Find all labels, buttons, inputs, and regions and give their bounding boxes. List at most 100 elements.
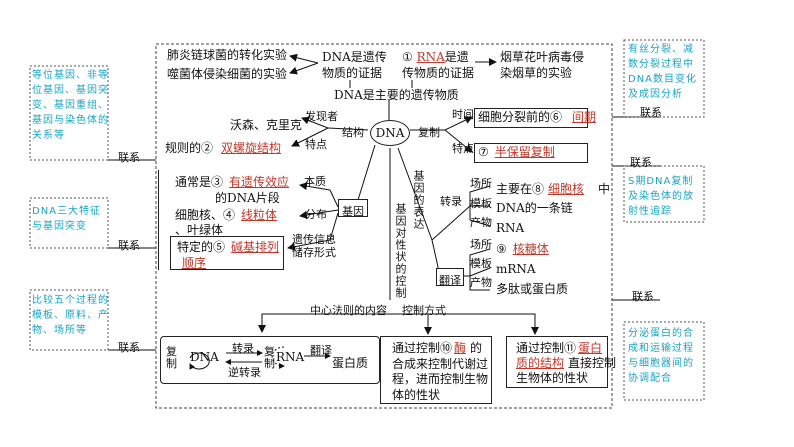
time-answer: 间期 [572,110,597,124]
dist-prefix: 细胞核、④ [175,208,236,222]
translation-box: 翻译 [436,268,464,287]
rule-answer: 双螺旋结构 [221,141,282,155]
replication-time-box [474,108,588,128]
indirect-control-box [380,336,492,404]
right-note-2-line: S期DNA复制 [628,176,694,187]
specific-answer-1: 碱基排列 [231,240,280,254]
right-note-3: 分泌蛋白的合 成和运输过程 与细胞器间的 协调配合 [628,326,694,386]
dogma-replicate-text: 复制 [166,345,177,370]
left-note-2-line: 与基因突变 [32,221,87,232]
time-prefix: 细胞分裂前的⑥ [478,110,563,124]
right-note-1-line: 有丝分裂、减 [628,44,694,55]
left-note-1-line: 变、基因重组、 [32,100,109,111]
discoverer-label: 发现者 [305,110,338,123]
left-note-2: DNA三大特征 与基因突变 [32,204,101,234]
right-note-1-line: DNA数目变化 [628,74,698,85]
dogma-replicate-label: 复制 [166,345,177,370]
dogma-rna-replicate: 复制 [264,345,275,370]
transcription-label: 转录 [440,195,462,208]
direct-prefix: 通过控制⑪ [516,341,577,355]
structure-label: 结构 [342,126,364,139]
tl-product: 多肽或蛋白质 [496,282,569,296]
q1-answer: RNA [416,50,445,64]
tr-site-prefix: 主要在⑧ [496,182,545,196]
tmv-experiment-1: 烟草花叶病毒侵 [500,50,585,64]
control-mode-label: 控制方式 [402,304,446,317]
gene-left-bracket [158,170,159,270]
dist-suffix: 、叶绿体 [175,223,224,237]
right-link-3: 联系 [632,290,654,303]
specific-answer-2: 顺序 [182,256,207,270]
direct-control-box [506,336,608,388]
tl-template-label: 模板 [470,257,492,270]
experiment-transformation: 肺炎链球菌的转化实验 [167,48,288,62]
left-note-1: 等位基因、非等 位基因、基因突 变、基因重组、 基因与染色体的 关系等 [32,68,109,143]
right-link-1: 联系 [640,106,662,119]
tl-template: mRNA [496,262,536,276]
nature-suffix: 的DNA片段 [215,191,280,205]
gene-control-vertical-label: 基因对性状的控制 [394,203,407,299]
nature-prefix: 通常是③ [175,175,224,189]
tr-site-suffix: 中 [598,182,611,196]
tl-site-prefix: ⑨ [496,242,507,256]
right-note-1-line: 数分裂过程中 [628,59,694,70]
q1-rest-1: 是遗 [444,50,469,64]
replication-label: 复制 [418,126,440,139]
dogma-rna-replicate-text: 复制 [264,345,275,370]
q1-rest-2: 传物质的证据 [402,66,475,80]
gene-box: 基因 [338,199,368,218]
right-link-2: 联系 [630,156,652,169]
specific-sequence-box [170,236,284,270]
feature-prefix: ⑦ [478,145,489,159]
direct-answer-2: 质的结构 [516,356,565,370]
right-note-3-line: 分泌蛋白的合 [628,328,694,339]
specific-prefix: 特定的⑤ [177,240,226,254]
left-link-2: 联系 [118,239,140,252]
tr-template: DNA的一条链 [496,201,573,215]
dogma-reverse-transcribe: 逆转录 [228,366,261,379]
left-note-3: 比较五个过程的 模板、原料、产 物、场所等 [32,293,109,338]
rule-line: 规则的② 双螺旋结构 [165,141,281,155]
storage-label-2: 储存形式 [292,246,336,259]
replication-time-label: 时间 [452,108,474,121]
right-note-2-line: 及染色体的放 [628,191,694,202]
dogma-dna: DNA [190,350,219,364]
indirect-prefix: 通过控制⑩ [392,341,453,355]
central-dogma-box [160,336,380,384]
main-genetic-material: DNA是主要的遗传物质 [334,88,459,102]
left-note-3-line: 物、场所等 [32,325,87,336]
right-note-3-line: 协调配合 [628,373,672,384]
left-note-3-line: 比较五个过程的 [32,295,109,306]
dna-center-node: DNA [370,120,410,146]
left-note-1-line: 关系等 [32,130,65,141]
left-note-3-line: 模板、原料、产 [32,310,109,321]
indirect-line-4: 体的性状 [392,388,441,402]
dna-center-label: DNA [375,126,405,140]
nature-label: 本质 [304,175,326,188]
gene-expression-vertical-label: 基因的表达 [412,170,425,230]
direct-answer-1: 蛋白 [578,341,603,355]
replication-feature-label: 特点 [452,142,474,155]
right-note-1-line: 及成因分析 [628,89,683,100]
indirect-answer: 酶 [454,341,467,355]
left-note-1-line: 等位基因、非等 [32,70,109,81]
tmv-experiment-2: 染烟草的实验 [500,66,573,80]
left-link-3: 联系 [118,341,140,354]
feature-answer: 半保留复制 [494,145,555,159]
left-note-2-line: DNA三大特征 [32,206,102,217]
tr-template-label: 模板 [470,197,492,210]
replication-time-line: 细胞分裂前的⑥ 间期 [478,110,596,124]
indirect-line-3: 程，进而控制生物 [392,372,489,386]
direct-suffix-2: 直接控制 [568,356,617,370]
rule-prefix: 规则的② [165,141,214,155]
specific-line-1: 特定的⑤ 碱基排列 [177,240,279,254]
dna-genetic-material-1: DNA是遗传 [322,50,387,64]
right-note-2-line: 射性追踪 [628,206,672,217]
tl-site-label: 场所 [470,238,492,251]
experiment-phage: 噬菌体侵染细菌的实验 [167,67,288,81]
